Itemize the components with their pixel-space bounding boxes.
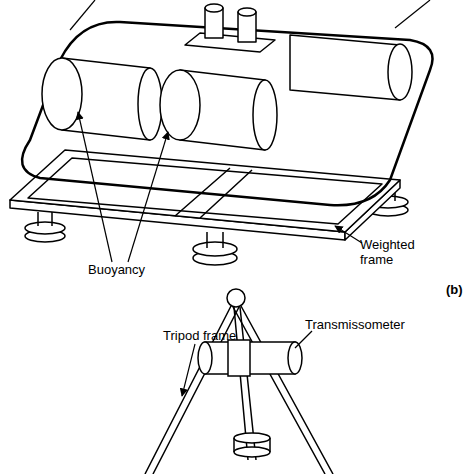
buoyancy-cylinder bbox=[42, 35, 412, 150]
instrument-package bbox=[185, 4, 275, 52]
tripod-frame bbox=[145, 289, 333, 474]
weighted-frame bbox=[10, 150, 400, 240]
transmissometer bbox=[198, 340, 302, 376]
part-label: Transmissometer bbox=[305, 317, 405, 332]
leader-line bbox=[70, 0, 430, 262]
part-label: Buoyancy bbox=[88, 262, 145, 277]
part-label: Tripod frame bbox=[163, 328, 236, 343]
frame-rail bbox=[22, 22, 433, 205]
part-label: (b) bbox=[446, 282, 463, 297]
part-label: Weighted frame bbox=[360, 237, 424, 267]
